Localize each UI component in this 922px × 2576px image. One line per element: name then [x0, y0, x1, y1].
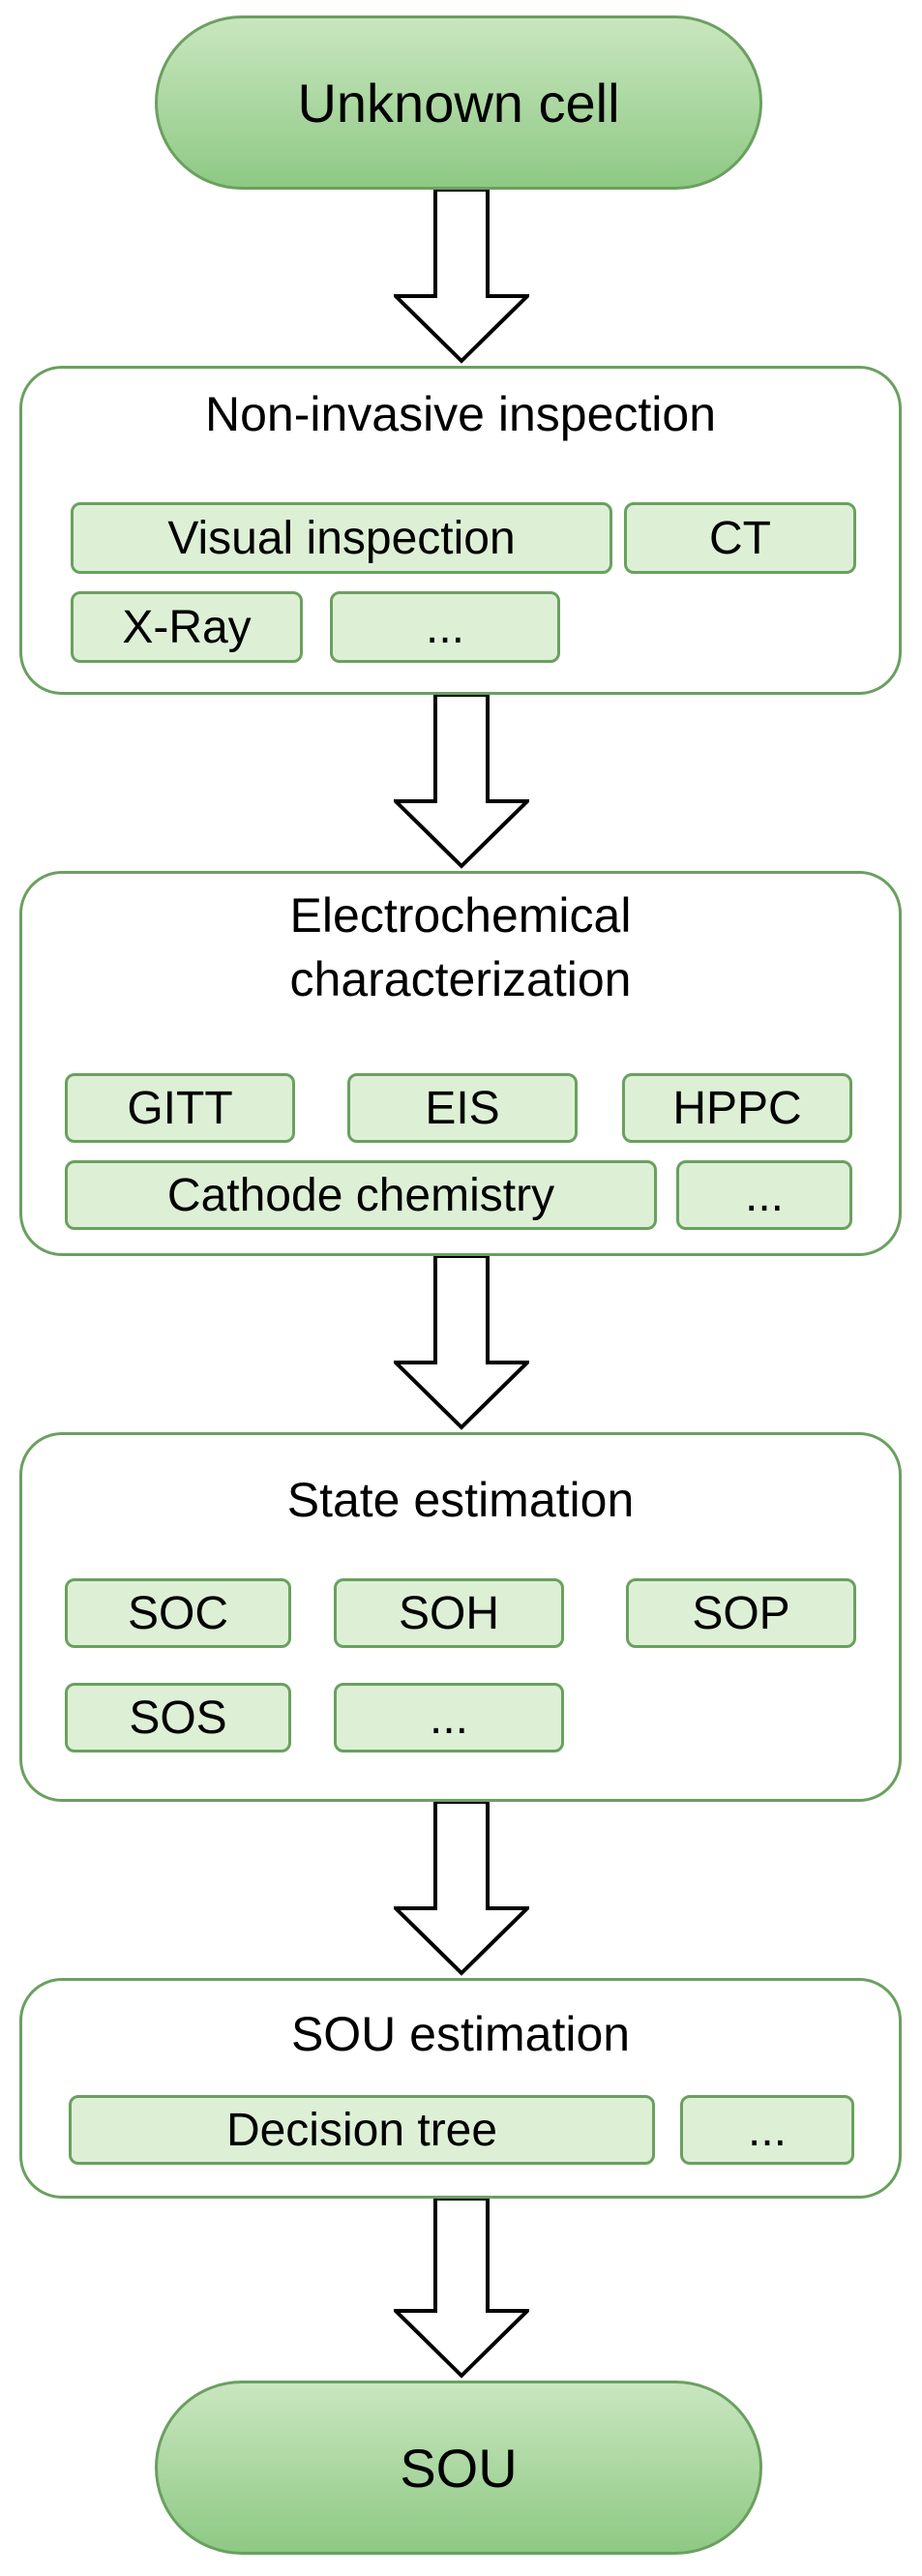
method-more: ...	[330, 591, 560, 663]
method-eis: EIS	[347, 1073, 578, 1143]
method-sos: SOS	[65, 1683, 291, 1752]
end-node: SOU	[155, 2381, 762, 2555]
start-node: Unknown cell	[155, 15, 762, 190]
method-decision-tree: Decision tree	[69, 2095, 655, 2165]
method-gitt: GITT	[65, 1073, 295, 1143]
method-visual-inspection: Visual inspection	[71, 502, 612, 574]
stage-non-invasive-inspection: Non-invasive inspection Visual inspectio…	[19, 366, 902, 695]
flow-arrow-3	[394, 1256, 529, 1430]
stage-state-estimation: State estimation SOC SOH SOP SOS ...	[19, 1432, 902, 1802]
method-ct: CT	[624, 502, 856, 574]
flow-arrow-4	[394, 1802, 529, 1976]
method-more: ...	[680, 2095, 854, 2165]
flow-arrow-2	[394, 695, 529, 869]
method-sop: SOP	[626, 1578, 856, 1648]
method-x-ray: X-Ray	[71, 591, 303, 663]
stage-sou-estimation: SOU estimation Decision tree ...	[19, 1978, 902, 2199]
method-more: ...	[334, 1683, 564, 1752]
method-cathode-chemistry: Cathode chemistry	[65, 1160, 657, 1230]
method-more: ...	[676, 1160, 852, 1230]
stage-electrochemical-characterization: Electrochemical characterization GITT EI…	[19, 871, 902, 1256]
end-node-label: SOU	[400, 2437, 518, 2499]
method-soc: SOC	[65, 1578, 291, 1648]
stage-title: Non-invasive inspection	[204, 387, 717, 441]
stage-title: SOU estimation	[290, 2007, 631, 2061]
flow-arrow-5	[394, 2199, 529, 2379]
method-hppc: HPPC	[622, 1073, 852, 1143]
stage-title: State estimation	[286, 1473, 635, 1527]
method-soh: SOH	[334, 1578, 564, 1648]
stage-title: Electrochemical characterization	[289, 888, 632, 1006]
flow-arrow-1	[394, 190, 529, 364]
start-node-label: Unknown cell	[297, 72, 620, 134]
